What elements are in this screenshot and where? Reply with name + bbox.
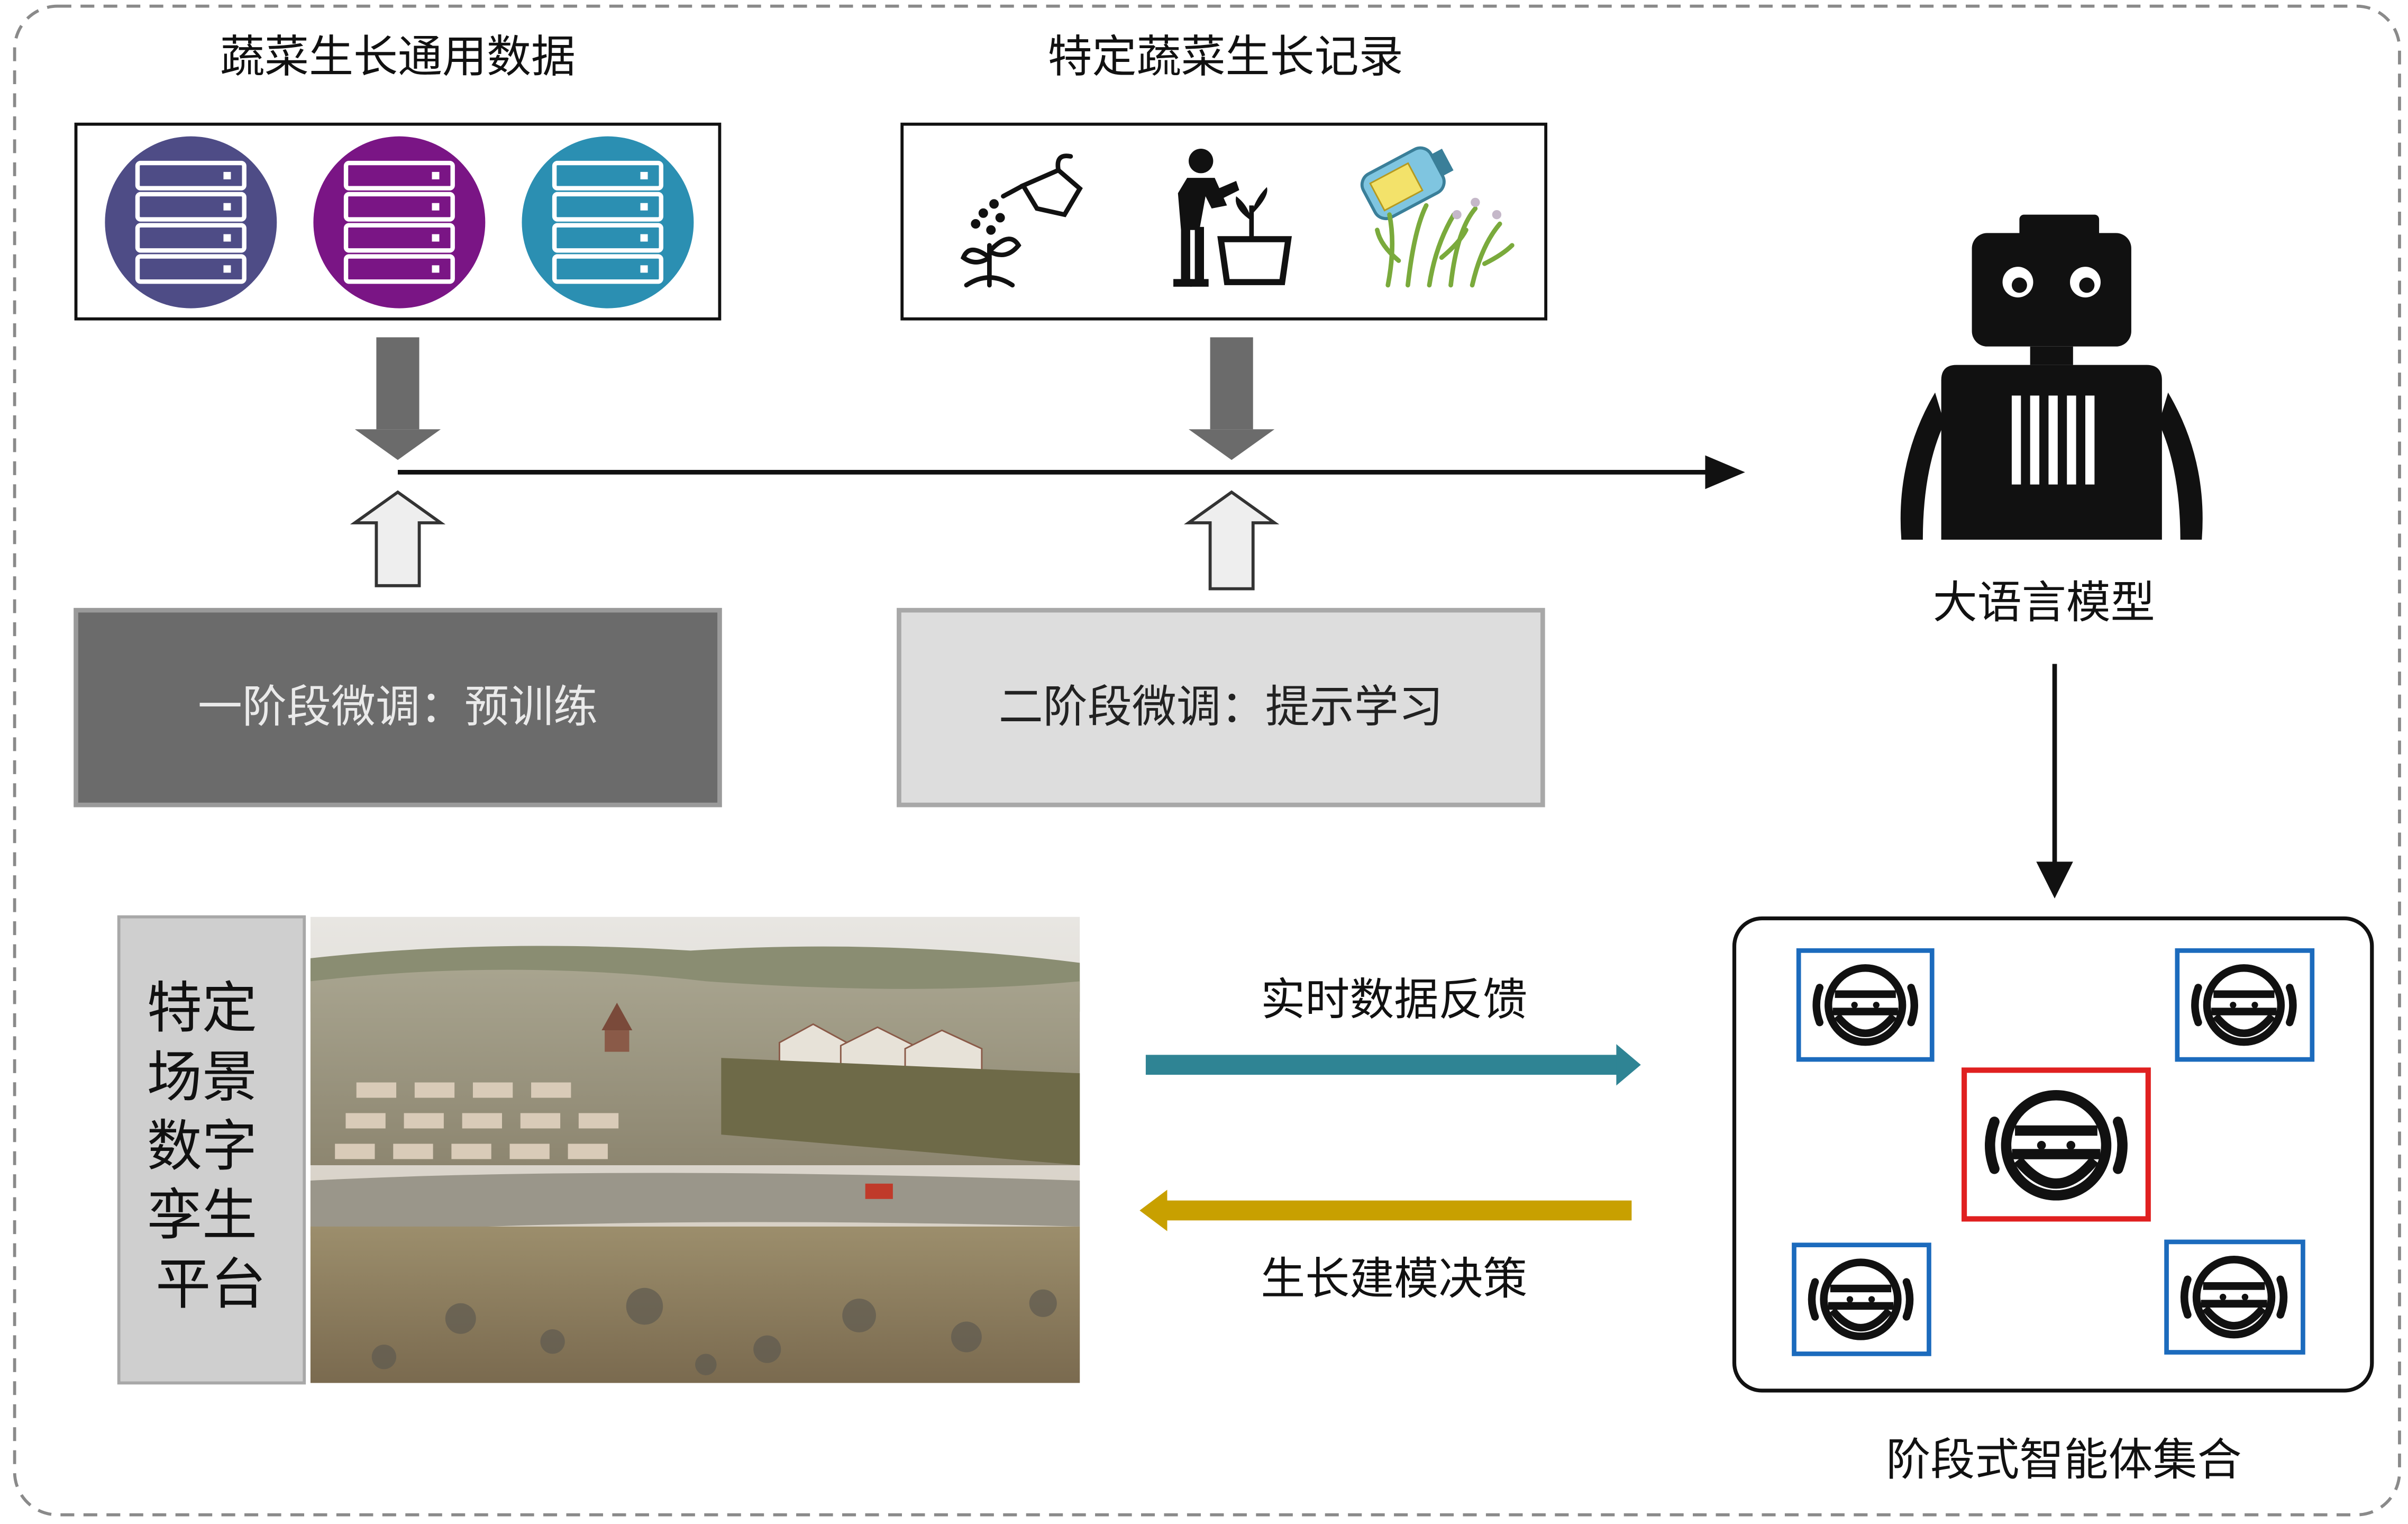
watering-can-icon xyxy=(960,153,1083,288)
digital-twin-scene-image xyxy=(310,917,1080,1383)
gardener-icon xyxy=(1173,149,1292,287)
feedback-label: 实时数据反馈 xyxy=(1261,974,1527,1026)
arrow-general-to-line xyxy=(354,337,441,460)
arrow-llm-to-agents xyxy=(2036,664,2073,899)
stage2-label: 二阶段微调：提示学习 xyxy=(999,681,1443,733)
database-icon xyxy=(522,137,694,309)
agent-tile-active xyxy=(1962,1067,2151,1222)
agent-tile xyxy=(2175,948,2315,1062)
arrow-stage2-up xyxy=(1183,490,1280,591)
stage1-box xyxy=(74,607,722,808)
digital-twin-label-box xyxy=(117,915,306,1385)
decision-label: 生长建模决策 xyxy=(1261,1253,1527,1304)
agent-tile xyxy=(1796,948,1935,1062)
feedback-arrow xyxy=(1145,1044,1641,1086)
arrow-records-to-line xyxy=(1189,337,1275,460)
database-icon xyxy=(105,137,277,309)
main-timeline-arrow xyxy=(397,455,1745,489)
arrow-stage1-up xyxy=(350,490,446,587)
agent-tile xyxy=(2164,1239,2305,1355)
digital-twin-label: 特定 场景 数字 孪生 平台 xyxy=(147,976,275,1317)
fertilizer-spray-icon xyxy=(1360,146,1515,288)
robot-icon xyxy=(1900,214,2203,540)
llm-label: 大语言模型 xyxy=(1933,577,2155,629)
specific-records-title: 特定蔬菜生长记录 xyxy=(1048,31,1403,83)
agent-tile xyxy=(1792,1242,1931,1356)
stage1-label: 一阶段微调：预训练 xyxy=(198,681,598,733)
agents-label: 阶段式智能体集合 xyxy=(1886,1434,2241,1485)
decision-arrow xyxy=(1139,1190,1632,1231)
database-icon xyxy=(313,137,485,309)
general-data-title: 蔬菜生长通用数据 xyxy=(220,31,576,83)
stage2-box xyxy=(897,607,1545,808)
